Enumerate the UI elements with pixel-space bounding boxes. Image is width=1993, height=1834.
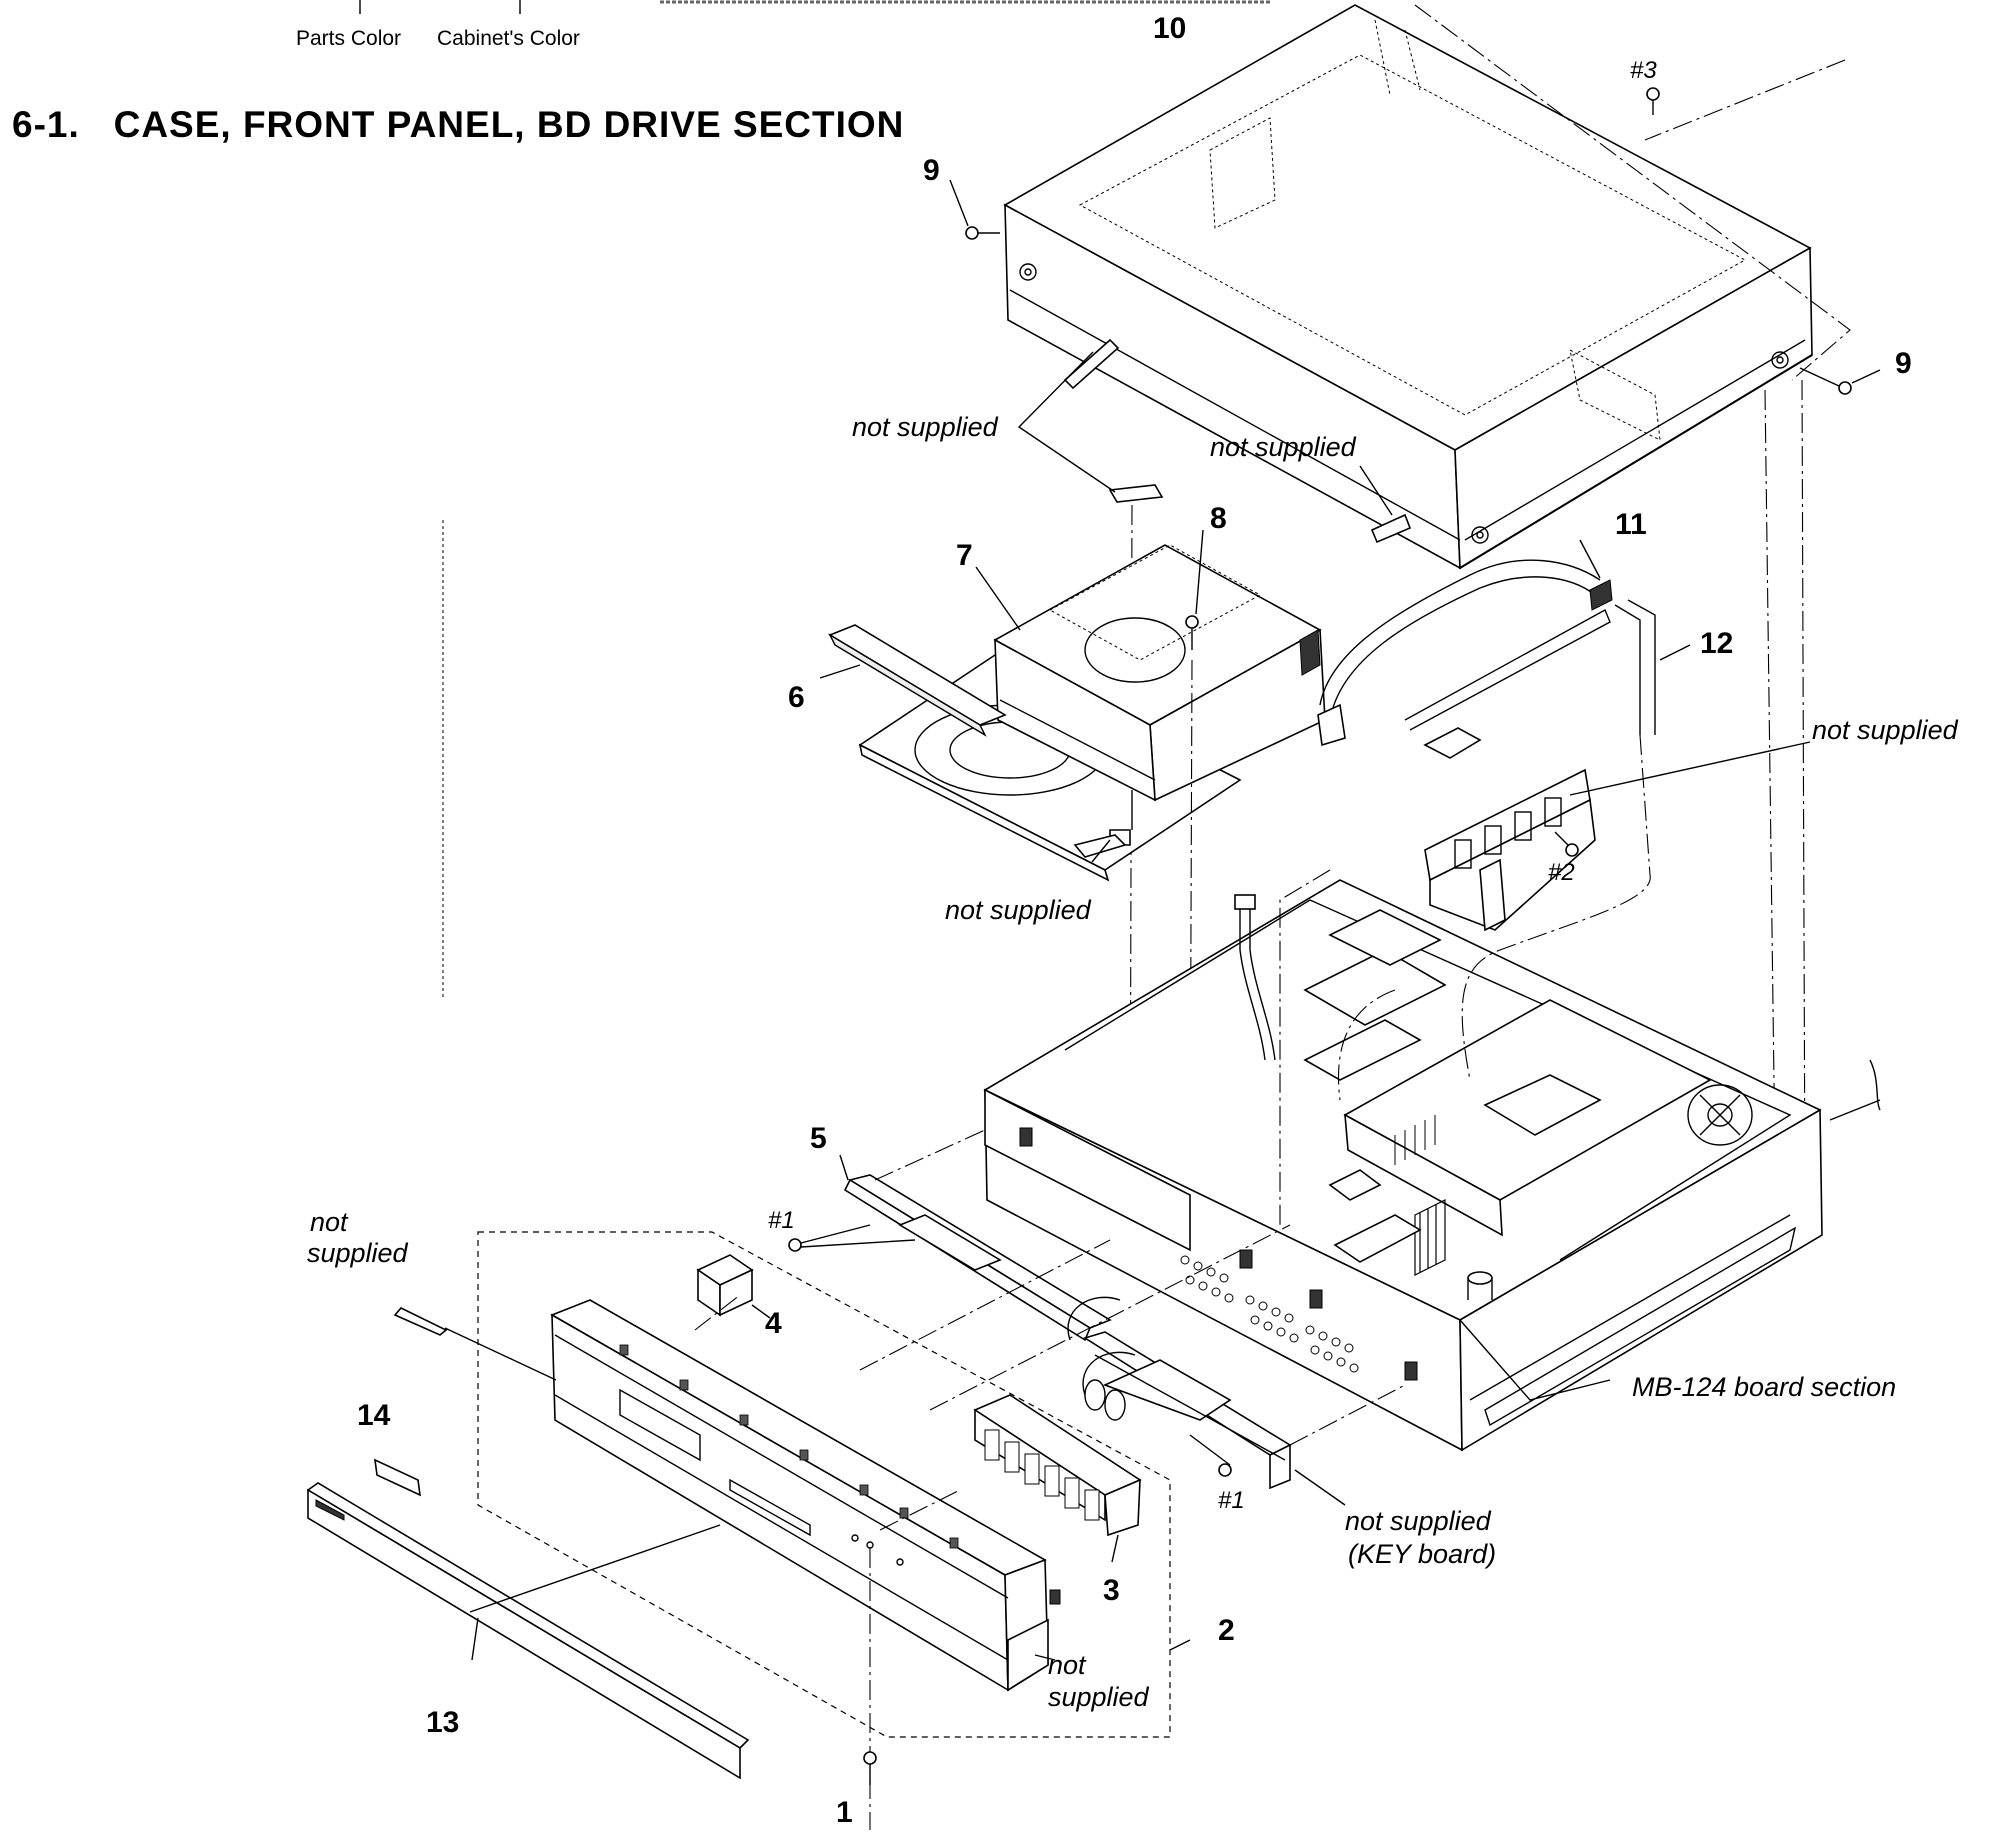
leader-line (1034, 1654, 1056, 1661)
note-not-supplied: not supplied (1812, 715, 1959, 745)
note-not: not (1048, 1650, 1087, 1680)
leader-line (1294, 1469, 1346, 1506)
board-bracket (1424, 741, 1811, 932)
main-chassis (983, 734, 1881, 1452)
callout-13: 13 (426, 1706, 459, 1739)
callout-12: 12 (1700, 627, 1733, 660)
alignment-line (1801, 379, 1806, 1206)
cabinets-color-label: Cabinet's Color (437, 27, 580, 50)
screw-1a (788, 1224, 916, 1252)
screw-3 (1646, 87, 1660, 115)
not-supplied-sheet (393, 1307, 557, 1381)
alignment-line (1414, 4, 1851, 381)
callout-8: 8 (1210, 502, 1227, 535)
note-not-supplied: not supplied (1345, 1506, 1492, 1536)
alignment-line (859, 1239, 1111, 1371)
screw-1 (863, 1751, 877, 1785)
callout-5: 5 (810, 1122, 827, 1155)
note-supplied: supplied (1048, 1682, 1150, 1712)
leader-line (839, 1154, 849, 1181)
callout-1: 1 (836, 1796, 853, 1829)
front-panel-assembly-boundary (477, 1231, 1171, 1738)
key-board-bracket (843, 1129, 1406, 1490)
front-trim-panel-13 (306, 1482, 750, 1780)
not-supplied-sheet (1073, 790, 1133, 863)
callout-9: 9 (923, 154, 940, 187)
color-legend: Parts Color Cabinet's Color (296, 0, 1270, 50)
screw-label: #1 (768, 1207, 795, 1234)
leader-line (1169, 1639, 1191, 1651)
note-not-supplied: not supplied (852, 412, 999, 442)
screw-1b (1189, 1434, 1232, 1477)
drive-front-bezel (819, 624, 1007, 737)
flat-cable-11 (1317, 539, 1613, 747)
leader-line (975, 566, 1021, 631)
front-panel (550, 1299, 1061, 1692)
not-supplied-sheet (1359, 465, 1412, 544)
callout-14: 14 (357, 1399, 391, 1432)
screw-9-left (949, 179, 1000, 240)
note-mb-board: MB-124 board section (1632, 1372, 1896, 1402)
bd-drive-unit (858, 544, 1326, 882)
power-button-4 (696, 1254, 771, 1319)
callout-7: 7 (956, 539, 973, 572)
parts-color-label: Parts Color (296, 27, 401, 50)
alignment-line (694, 1294, 741, 1331)
callout-9: 9 (1895, 347, 1912, 380)
alignment-line (929, 1224, 1291, 1411)
note-not-supplied: not supplied (945, 895, 1092, 925)
section-title: 6-1. CASE, FRONT PANEL, BD DRIVE SECTION (12, 104, 904, 145)
note-not: not (310, 1207, 349, 1237)
screw-label: #3 (1630, 57, 1657, 84)
part-14-sheet (374, 1458, 421, 1497)
alignment-line (1764, 389, 1776, 1161)
note-key-board: (KEY board) (1348, 1539, 1496, 1569)
flat-cable-12 (1404, 599, 1691, 759)
callout-11: 11 (1615, 508, 1647, 541)
alignment-line (1644, 59, 1846, 141)
callout-3: 3 (1103, 1574, 1120, 1607)
callout-2: 2 (1218, 1614, 1235, 1647)
note-not-supplied: not supplied (1210, 432, 1357, 462)
callout-6: 6 (788, 681, 805, 714)
callout-10: 10 (1153, 12, 1186, 45)
alignment-line (879, 1489, 961, 1531)
note-supplied: supplied (307, 1238, 409, 1268)
screw-9-right (1799, 367, 1881, 395)
top-cover-case (1003, 4, 1813, 570)
screw-label: #1 (1218, 1487, 1245, 1514)
button-block-3 (973, 1394, 1142, 1563)
callout-4: 4 (765, 1307, 782, 1340)
screw-label: #2 (1548, 859, 1575, 886)
